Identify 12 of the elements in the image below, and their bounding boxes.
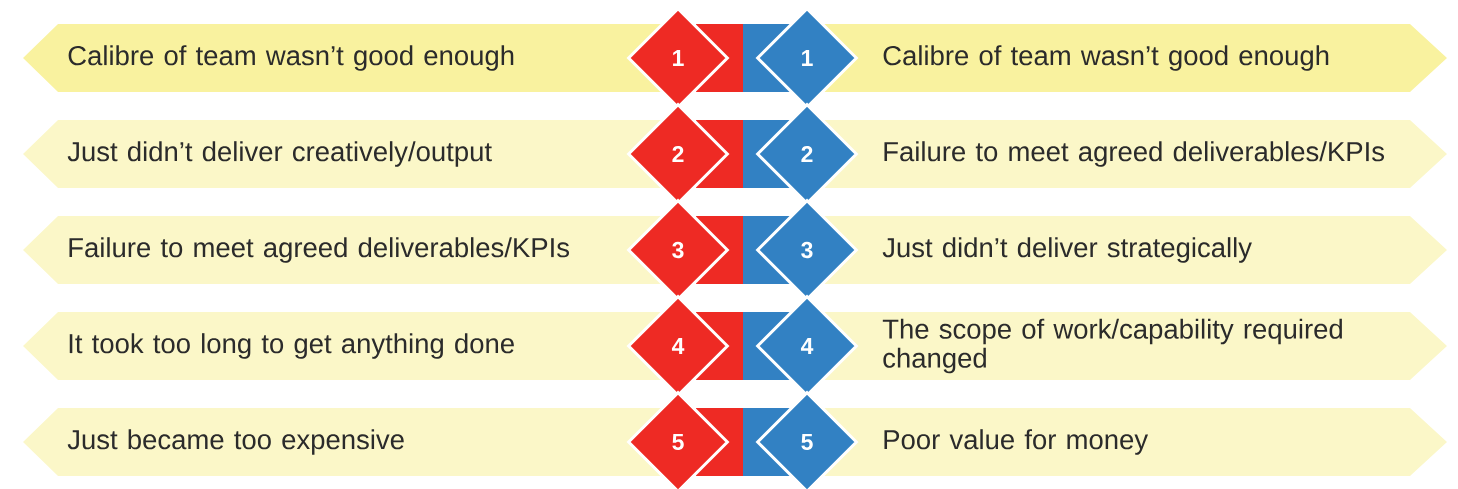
arrow-band: Failure to meet agreed deliverables/KPIs: [23, 216, 662, 284]
node-label: 5: [672, 433, 684, 450]
arrow-band: Failure to meet agreed deliverables/KPIs: [823, 120, 1447, 188]
node-label: 5: [801, 433, 813, 450]
arrow-band: It took too long to get anything done: [23, 312, 662, 380]
arrow-band: Calibre of team wasn’t good enough: [23, 24, 662, 92]
arrow-band: The scope of work/capability required changed: [823, 312, 1447, 380]
arrow-band: Calibre of team wasn’t good enough: [823, 24, 1447, 92]
arrow-band: Poor value for money: [823, 408, 1447, 476]
arrow-band: Just became too expensive: [23, 408, 662, 476]
arrow-band: Just didn’t deliver strategically: [823, 216, 1447, 284]
arrow-band: Just didn’t deliver creatively/output: [23, 120, 662, 188]
